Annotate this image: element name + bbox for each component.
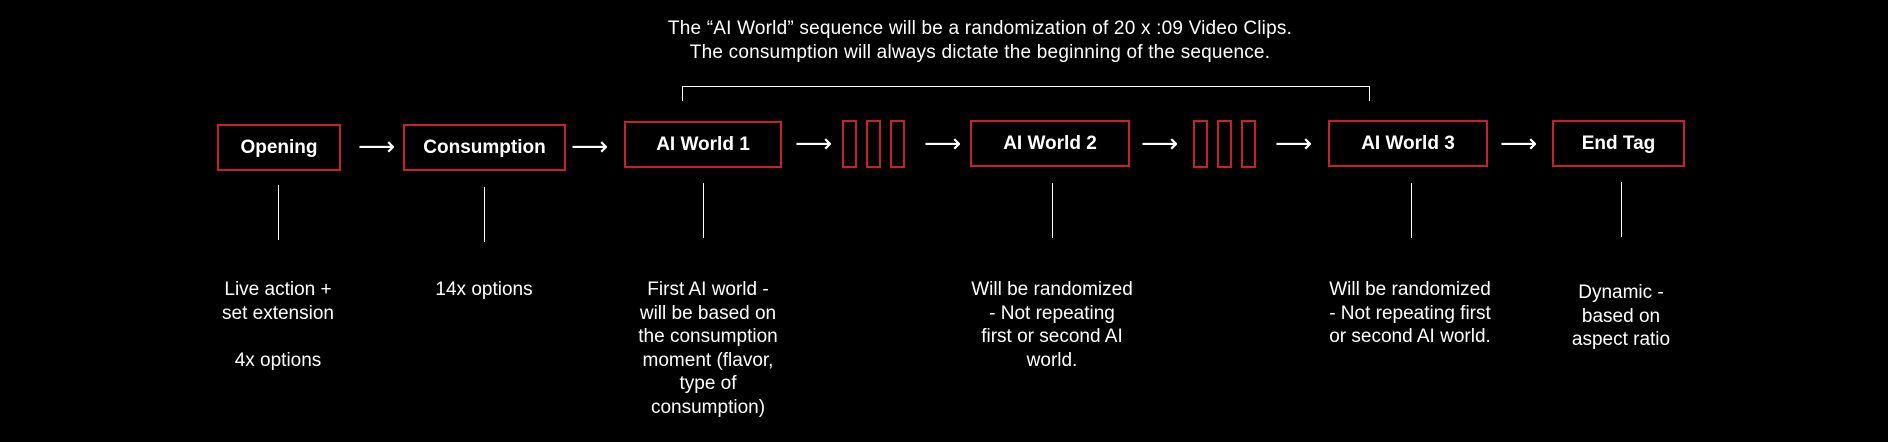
clip-placeholder xyxy=(866,120,881,168)
flow-arrow-icon: ⟶ xyxy=(924,129,962,159)
stage-end-tag-label: End Tag xyxy=(1581,132,1656,154)
stage-ai-world-1: AI World 1 xyxy=(624,121,782,168)
clip-placeholder xyxy=(1217,120,1232,168)
stage-ai-world-3: AI World 3 xyxy=(1328,120,1488,167)
header-line-1: The “AI World” sequence will be a random… xyxy=(667,18,1293,39)
stage-consumption-label: Consumption xyxy=(423,136,546,158)
flow-arrow-icon: ⟶ xyxy=(1500,129,1538,159)
connector-line xyxy=(703,183,704,238)
flow-arrow-icon: ⟶ xyxy=(358,132,396,162)
clip-placeholder xyxy=(842,120,857,168)
clip-placeholder xyxy=(890,120,905,168)
stage-opening: Opening xyxy=(217,124,341,171)
stage-ai-world-1-label: AI World 1 xyxy=(656,133,750,155)
stage-ai-world-2-label: AI World 2 xyxy=(1003,132,1097,154)
ai-world-bracket xyxy=(682,86,1370,101)
connector-line xyxy=(278,185,279,240)
stage-ai-world-2: AI World 2 xyxy=(970,120,1130,167)
header-line-2: The consumption will always dictate the … xyxy=(689,42,1271,63)
flow-arrow-icon: ⟶ xyxy=(1275,129,1313,159)
stage-end-tag-description: Dynamic - based on aspect ratio xyxy=(1571,282,1671,350)
connector-line xyxy=(484,187,485,242)
stage-opening-label: Opening xyxy=(240,136,318,158)
flow-arrow-icon: ⟶ xyxy=(795,129,833,159)
clip-placeholder xyxy=(1241,120,1256,168)
stage-opening-description: Live action + set extension 4x options xyxy=(222,279,334,371)
flow-arrow-icon: ⟶ xyxy=(571,132,609,162)
connector-line xyxy=(1411,183,1412,238)
connector-line xyxy=(1052,183,1053,238)
clip-placeholder xyxy=(1193,120,1208,168)
sequence-description: The “AI World” sequence will be a random… xyxy=(600,17,1360,65)
stage-ai-world-1-description: First AI world - will be based on the co… xyxy=(638,279,778,418)
stage-ai-world-3-label: AI World 3 xyxy=(1361,132,1455,154)
stage-consumption-description: 14x options xyxy=(435,279,533,300)
connector-line xyxy=(1621,182,1622,237)
stage-consumption: Consumption xyxy=(403,124,566,171)
stage-end-tag: End Tag xyxy=(1552,120,1685,167)
stage-ai-world-2-description: Will be randomized - Not repeating first… xyxy=(971,279,1133,371)
flow-arrow-icon: ⟶ xyxy=(1141,129,1179,159)
stage-ai-world-3-description: Will be randomized - Not repeating first… xyxy=(1329,279,1491,347)
